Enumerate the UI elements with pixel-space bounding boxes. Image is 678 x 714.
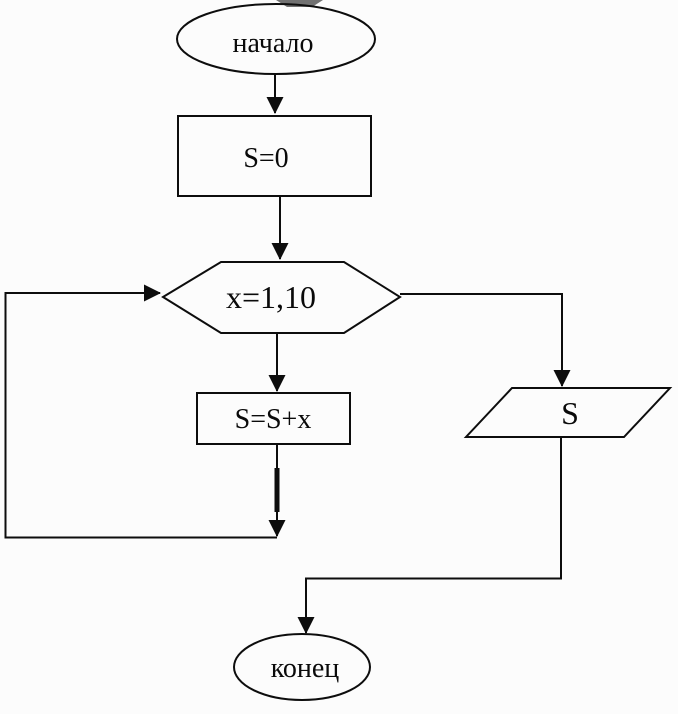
start-terminator-label: начало xyxy=(232,28,313,59)
loop-hexagon-shape xyxy=(161,261,402,334)
flowchart-nodes: начало S=0 x=1,10 S=S+x S конец xyxy=(161,3,673,701)
accumulate-process-shape xyxy=(196,392,351,445)
output-parallelogram-shape xyxy=(463,387,673,438)
accumulate-process-label: S=S+x xyxy=(235,404,312,435)
output-parallelogram-label: S xyxy=(561,395,579,431)
init-sum-process-label: S=0 xyxy=(243,143,288,174)
loop-hexagon-label: x=1,10 xyxy=(226,279,316,315)
end-terminator-shape xyxy=(233,633,371,701)
edge-output-to-end xyxy=(297,437,562,634)
start-terminator-shape xyxy=(176,3,376,75)
flowchart-edges xyxy=(4,74,571,634)
init-sum-process-shape xyxy=(177,115,372,197)
end-terminator-label: конец xyxy=(271,653,340,684)
edge-loop-back xyxy=(4,284,277,539)
edge-loop-exit xyxy=(400,293,571,387)
